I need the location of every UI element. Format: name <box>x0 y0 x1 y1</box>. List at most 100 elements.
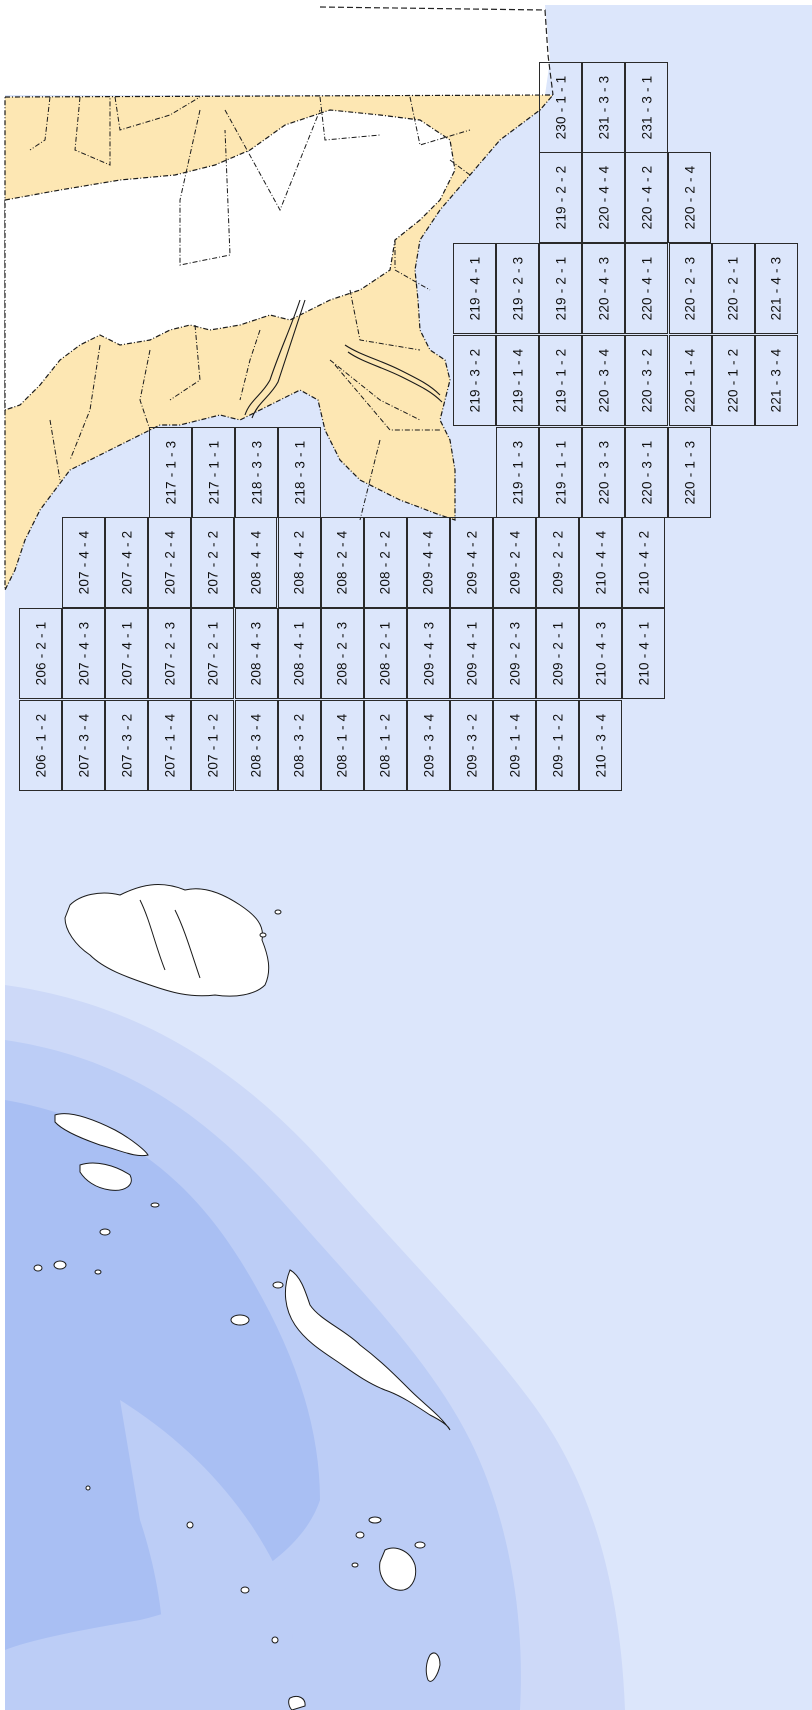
grid-cell[interactable]: 210 - 4 - 2 <box>622 517 666 608</box>
island-e <box>379 1547 417 1591</box>
grid-cell[interactable]: 207 - 1 - 2 <box>191 700 235 791</box>
grid-cell[interactable]: 207 - 2 - 2 <box>191 517 235 608</box>
grid-cell[interactable]: 209 - 1 - 2 <box>536 700 580 791</box>
grid-cell[interactable]: 209 - 3 - 4 <box>406 700 450 791</box>
grid-cell[interactable]: 217 - 1 - 3 <box>149 427 192 518</box>
grid-cell[interactable]: 209 - 2 - 3 <box>493 608 537 699</box>
grid-cell[interactable]: 220 - 2 - 3 <box>668 243 712 334</box>
grid-cell[interactable]: 209 - 4 - 4 <box>406 517 450 608</box>
grid-cell[interactable]: 208 - 1 - 4 <box>320 700 364 791</box>
grid-cell[interactable]: 208 - 1 - 2 <box>363 700 407 791</box>
grid-cell[interactable]: 220 - 3 - 3 <box>582 427 626 518</box>
grid-cell[interactable]: 207 - 4 - 2 <box>105 517 149 608</box>
grid-cell[interactable]: 207 - 2 - 1 <box>191 608 235 699</box>
grid-cell[interactable]: 208 - 2 - 3 <box>320 608 364 699</box>
grid-cell[interactable]: 207 - 4 - 3 <box>62 608 106 699</box>
grid-cell[interactable]: 208 - 4 - 1 <box>277 608 321 699</box>
grid-cell[interactable]: 231 - 3 - 1 <box>625 62 669 153</box>
rivers <box>244 299 443 419</box>
grid-cell[interactable]: 210 - 4 - 4 <box>579 517 623 608</box>
grid-cell[interactable]: 220 - 4 - 1 <box>625 243 669 334</box>
unmapped-boundary <box>319 6 554 96</box>
grid-cell-label: 220 - 2 - 3 <box>682 256 698 321</box>
grid-cell[interactable]: 217 - 1 - 1 <box>192 427 236 518</box>
grid-cell-label: 231 - 3 - 1 <box>639 75 655 140</box>
grid-cell[interactable]: 220 - 2 - 1 <box>711 243 755 334</box>
grid-cell[interactable]: 219 - 1 - 3 <box>496 427 539 518</box>
grid-cell[interactable]: 221 - 4 - 3 <box>754 243 798 334</box>
grid-cell[interactable]: 209 - 1 - 4 <box>493 700 537 791</box>
grid-cell[interactable]: 208 - 4 - 3 <box>234 608 278 699</box>
grid-cell[interactable]: 219 - 1 - 2 <box>539 335 583 426</box>
grid-cell[interactable]: 209 - 2 - 1 <box>536 608 580 699</box>
grid-cell[interactable]: 208 - 2 - 4 <box>320 517 364 608</box>
grid-cell[interactable]: 219 - 2 - 1 <box>539 243 583 334</box>
grid-cell[interactable]: 220 - 1 - 4 <box>668 335 712 426</box>
grid-cell-label: 209 - 4 - 3 <box>420 621 436 686</box>
grid-cell[interactable]: 220 - 3 - 2 <box>625 335 669 426</box>
grid-cell[interactable]: 209 - 3 - 2 <box>450 700 493 791</box>
grid-cell[interactable]: 209 - 4 - 2 <box>449 517 493 608</box>
grid-cell[interactable]: 220 - 1 - 2 <box>711 335 755 426</box>
grid-cell[interactable]: 219 - 2 - 3 <box>496 243 540 334</box>
grid-cell[interactable]: 207 - 3 - 2 <box>105 700 149 791</box>
grid-cell-label: 220 - 3 - 2 <box>639 348 655 413</box>
grid-cell-label: 217 - 1 - 3 <box>163 440 178 505</box>
grid-cell[interactable]: 208 - 2 - 1 <box>363 608 407 699</box>
unmapped-area <box>5 5 550 95</box>
grid-cell-label: 210 - 4 - 1 <box>636 621 652 686</box>
grid-cell[interactable]: 207 - 4 - 1 <box>105 608 149 699</box>
grid-cell-label: 218 - 3 - 3 <box>249 440 265 505</box>
grid-cell[interactable]: 220 - 4 - 3 <box>582 243 626 334</box>
grid-cell[interactable]: 208 - 4 - 4 <box>234 517 278 608</box>
grid-cell-label: 208 - 3 - 4 <box>248 713 264 778</box>
grid-cell-label: 231 - 3 - 3 <box>596 75 612 140</box>
grid-cell[interactable]: 219 - 2 - 2 <box>539 152 582 243</box>
grid-cell[interactable]: 207 - 2 - 4 <box>148 517 192 608</box>
grid-cell[interactable]: 220 - 4 - 4 <box>582 152 626 243</box>
grid-cell[interactable]: 208 - 2 - 2 <box>363 517 407 608</box>
grid-cell-label: 207 - 3 - 2 <box>119 713 135 778</box>
grid-cell[interactable]: 206 - 2 - 1 <box>19 608 62 699</box>
grid-cell[interactable]: 221 - 3 - 4 <box>754 335 798 426</box>
grid-cell[interactable]: 220 - 1 - 3 <box>668 427 712 518</box>
grid-cell-label: 207 - 2 - 4 <box>162 530 178 595</box>
inland-lake <box>4 109 456 411</box>
grid-cell-label: 208 - 2 - 1 <box>377 621 393 686</box>
grid-cell[interactable]: 206 - 1 - 2 <box>19 700 62 791</box>
ocean-depth-band-4 <box>120 1400 293 1710</box>
grid-cell[interactable]: 219 - 1 - 4 <box>496 335 540 426</box>
grid-cell-label: 208 - 4 - 2 <box>291 530 307 595</box>
grid-cell[interactable]: 219 - 3 - 2 <box>453 335 496 426</box>
grid-cell-label: 208 - 1 - 2 <box>377 713 393 778</box>
grid-cell[interactable]: 209 - 4 - 3 <box>406 608 450 699</box>
grid-cell[interactable]: 219 - 4 - 1 <box>453 243 496 334</box>
grid-cell[interactable]: 210 - 3 - 4 <box>579 700 623 791</box>
grid-cell[interactable]: 209 - 2 - 4 <box>493 517 536 608</box>
grid-cell[interactable]: 220 - 3 - 4 <box>582 335 626 426</box>
grid-cell[interactable]: 209 - 2 - 2 <box>536 517 580 608</box>
grid-cell[interactable]: 208 - 3 - 4 <box>234 700 278 791</box>
grid-cell[interactable]: 207 - 2 - 3 <box>148 608 192 699</box>
grid-cell[interactable]: 218 - 3 - 1 <box>278 427 322 518</box>
grid-cell-label: 209 - 2 - 4 <box>507 530 522 595</box>
grid-cell[interactable]: 220 - 4 - 2 <box>625 152 669 243</box>
grid-cell-label: 210 - 3 - 4 <box>593 713 609 778</box>
grid-cell[interactable]: 231 - 3 - 3 <box>582 62 626 153</box>
grid-cell[interactable]: 209 - 4 - 1 <box>450 608 493 699</box>
grid-cell[interactable]: 230 - 1 - 1 <box>539 62 582 153</box>
grid-cell[interactable]: 220 - 2 - 4 <box>668 152 712 243</box>
grid-cell[interactable]: 218 - 3 - 3 <box>235 427 279 518</box>
grid-cell[interactable]: 210 - 4 - 3 <box>579 608 623 699</box>
grid-cell[interactable]: 207 - 3 - 4 <box>62 700 106 791</box>
grid-cell[interactable]: 208 - 4 - 2 <box>277 517 321 608</box>
grid-cell-label: 209 - 3 - 4 <box>420 713 436 778</box>
grid-cell[interactable]: 210 - 4 - 1 <box>622 608 666 699</box>
grid-cell-label: 208 - 4 - 1 <box>291 621 307 686</box>
grid-cell[interactable]: 219 - 1 - 1 <box>539 427 583 518</box>
grid-cell[interactable]: 208 - 3 - 2 <box>277 700 321 791</box>
grid-cell[interactable]: 220 - 3 - 1 <box>625 427 669 518</box>
grid-cell[interactable]: 207 - 1 - 4 <box>148 700 192 791</box>
grid-cell[interactable]: 207 - 4 - 4 <box>62 517 105 608</box>
